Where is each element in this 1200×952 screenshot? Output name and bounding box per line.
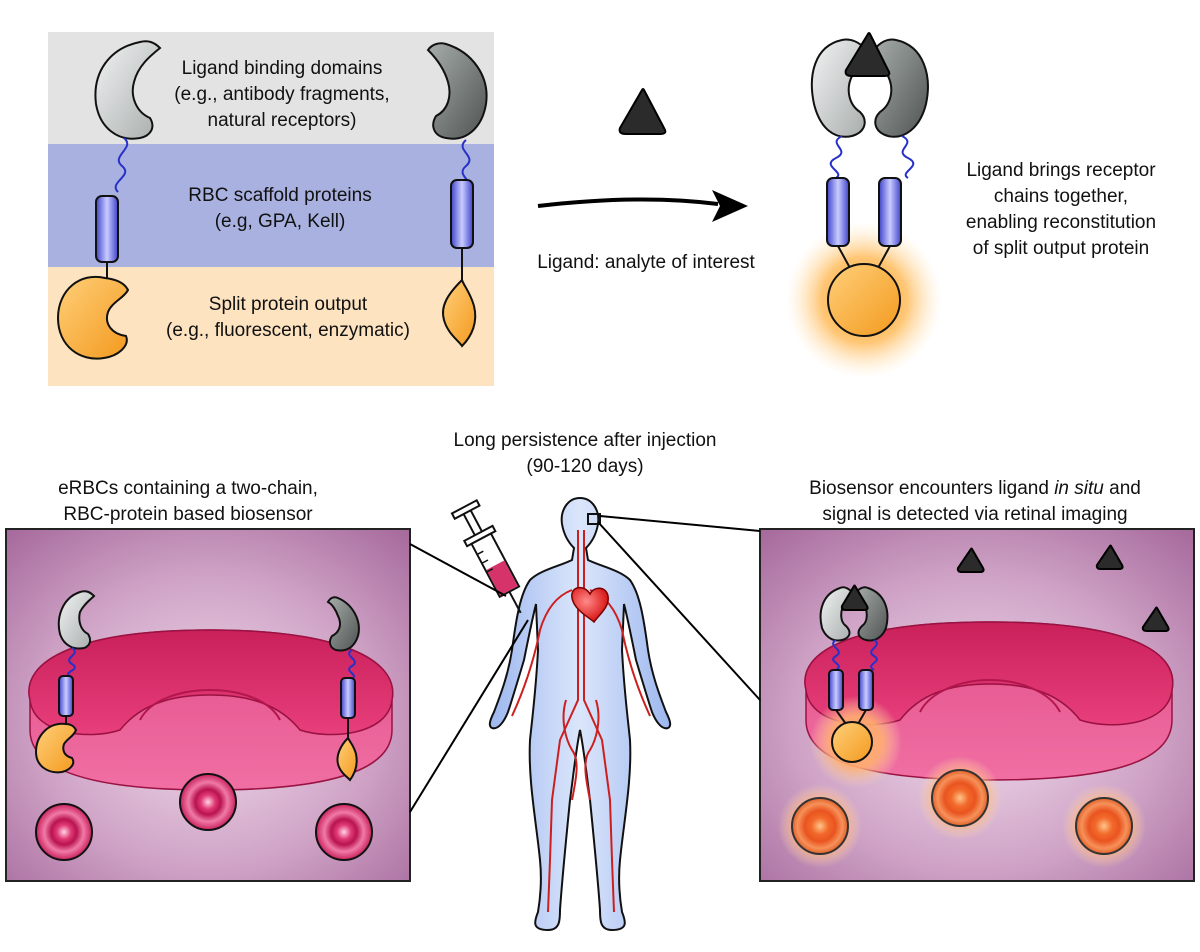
linker-icon — [829, 135, 843, 179]
label-line: Ligand brings receptor — [966, 160, 1156, 181]
label-line: Ligand binding domains — [181, 58, 383, 79]
left-box-caption: eRBCs containing a two-chain, RBC-protei… — [28, 476, 348, 528]
ligand-binding-label: Ligand binding domains (e.g., antibody f… — [146, 56, 418, 134]
right-detection-box — [759, 528, 1195, 882]
label-line: (e.g, GPA, Kell) — [214, 211, 346, 232]
linker-icon — [348, 649, 356, 681]
light-binding-domain-icon — [94, 40, 162, 140]
bound-ligand-icon — [844, 32, 891, 77]
red-blood-cell-icon — [791, 797, 849, 855]
caption-text: Biosensor encounters ligand — [809, 478, 1055, 499]
red-blood-cell-icon — [315, 803, 373, 861]
ligand-triangle-icon — [1141, 606, 1170, 632]
scaffold-protein-icon — [828, 669, 844, 711]
arrow-head-icon — [712, 190, 748, 222]
arrow-caption: Ligand: analyte of interest — [537, 252, 755, 273]
caption-text: and — [1103, 478, 1141, 499]
scaffold-protein-icon — [878, 177, 902, 247]
label-line: eRBCs containing a two-chain, — [58, 478, 318, 499]
red-blood-cell-icon — [28, 629, 394, 791]
label-line: enabling reconstitution — [965, 212, 1157, 233]
label-line: (90-120 days) — [526, 456, 644, 477]
reconstituted-sensor — [786, 32, 942, 378]
linker-icon — [114, 137, 129, 193]
linker-icon — [832, 639, 840, 671]
transition-arrow — [537, 197, 719, 208]
scaffold-label: RBC scaffold proteins (e.g, GPA, Kell) — [160, 183, 400, 235]
reconstitution-label: Ligand brings receptor chains together, … — [944, 158, 1178, 262]
scaffold-protein-icon — [340, 677, 356, 719]
scaffold-protein-icon — [450, 179, 474, 249]
left-erbc-box — [5, 528, 411, 882]
light-binding-domain-icon — [57, 590, 96, 650]
red-blood-cell-icon — [179, 773, 237, 831]
small-output-fragment-icon — [336, 736, 358, 782]
red-blood-cell-icon — [1075, 797, 1133, 855]
label-line: of split output protein — [972, 238, 1150, 259]
ligand-triangle-icon — [618, 88, 667, 135]
linker-icon — [67, 647, 76, 677]
red-blood-cell-icon — [931, 769, 989, 827]
output-label: Split protein output (e.g., fluorescent,… — [148, 292, 428, 344]
human-body-icon — [488, 496, 672, 932]
scaffold-protein-icon — [58, 675, 74, 717]
linker-icon — [901, 135, 915, 179]
syringe-icon — [450, 498, 522, 614]
connector-line — [597, 521, 761, 701]
reconstituted-output-icon — [827, 263, 901, 337]
ligand-triangle-icon — [956, 547, 985, 573]
label-line: RBC scaffold proteins — [188, 185, 372, 206]
scaffold-protein-icon — [826, 177, 850, 247]
components-panel — [48, 32, 494, 386]
left-receptor-chain — [56, 40, 162, 360]
label-line: Long persistence after injection — [453, 430, 717, 451]
red-blood-cell-icon — [35, 803, 93, 861]
dark-binding-domain-icon — [872, 38, 929, 138]
small-output-fragment-icon — [442, 278, 477, 348]
right-box-caption: Biosensor encounters ligand in situ and … — [770, 476, 1180, 528]
label-line: RBC-protein based biosensor — [63, 504, 313, 525]
label-line: (e.g., fluorescent, enzymatic) — [166, 320, 410, 341]
bound-ligand-icon — [840, 584, 869, 611]
scaffold-protein-icon — [858, 669, 874, 711]
dark-binding-domain-icon — [426, 42, 488, 140]
eye-icon — [587, 513, 601, 525]
large-output-fragment-icon — [34, 722, 78, 774]
connector-line — [409, 543, 507, 597]
heart-icon — [571, 586, 609, 624]
ligand-triangle-icon — [1095, 544, 1124, 570]
linker-icon — [870, 639, 878, 671]
label-line: Split protein output — [208, 294, 368, 315]
reconstituted-output-icon — [831, 721, 873, 763]
caption-emphasis: in situ — [1054, 478, 1104, 499]
scaffold-band — [48, 144, 494, 267]
label-line: Biosensor encounters ligand in situ and — [770, 476, 1180, 502]
label-line: (e.g., antibody fragments, — [174, 84, 390, 105]
dark-binding-domain-icon — [326, 596, 360, 652]
label-line: signal is detected via retinal imaging — [822, 504, 1128, 525]
scaffold-protein-icon — [95, 195, 119, 263]
label-line: natural receptors) — [207, 110, 357, 131]
large-output-fragment-icon — [56, 275, 130, 360]
connector-line — [599, 515, 761, 532]
persistence-label: Long persistence after injection (90-120… — [430, 428, 740, 480]
label-line: chains together, — [993, 186, 1129, 207]
connector-line — [409, 619, 529, 813]
right-receptor-chain — [426, 42, 488, 348]
